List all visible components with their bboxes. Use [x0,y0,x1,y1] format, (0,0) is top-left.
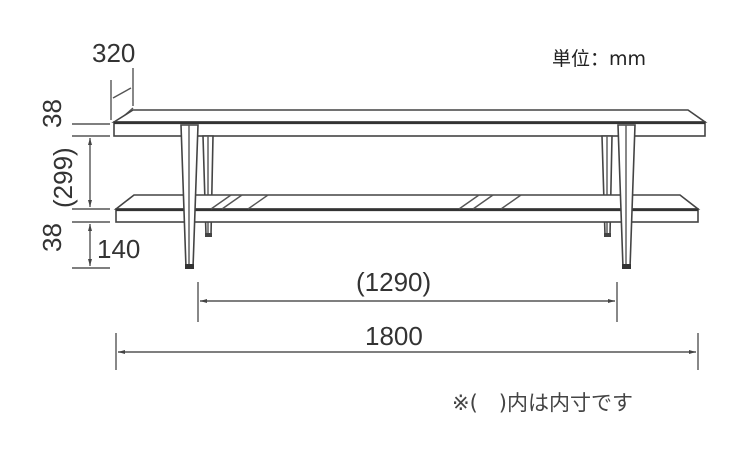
inner-height: (299) [48,147,78,208]
bottom-shelf [113,194,701,223]
overall-width-value: 1800 [365,321,423,351]
inner-dimension-note: ※( )内は内寸です [452,391,633,415]
top-board-thickness: 38 [37,99,67,128]
depth-value: 320 [92,38,135,68]
inner-width-value: (1290) [356,267,431,297]
floor-clearance: 140 [97,234,140,264]
top-shelf [111,109,708,137]
overall-width-dimension: 1800 [115,321,699,370]
bottom-board-thickness: 38 [37,223,67,252]
unit-label: 単位：mm [552,48,646,70]
inner-width-dimension: (1290) [197,267,618,322]
depth-dimension: 320 [92,38,135,123]
vertical-dimension-lines [72,123,110,269]
front-legs [180,124,636,269]
